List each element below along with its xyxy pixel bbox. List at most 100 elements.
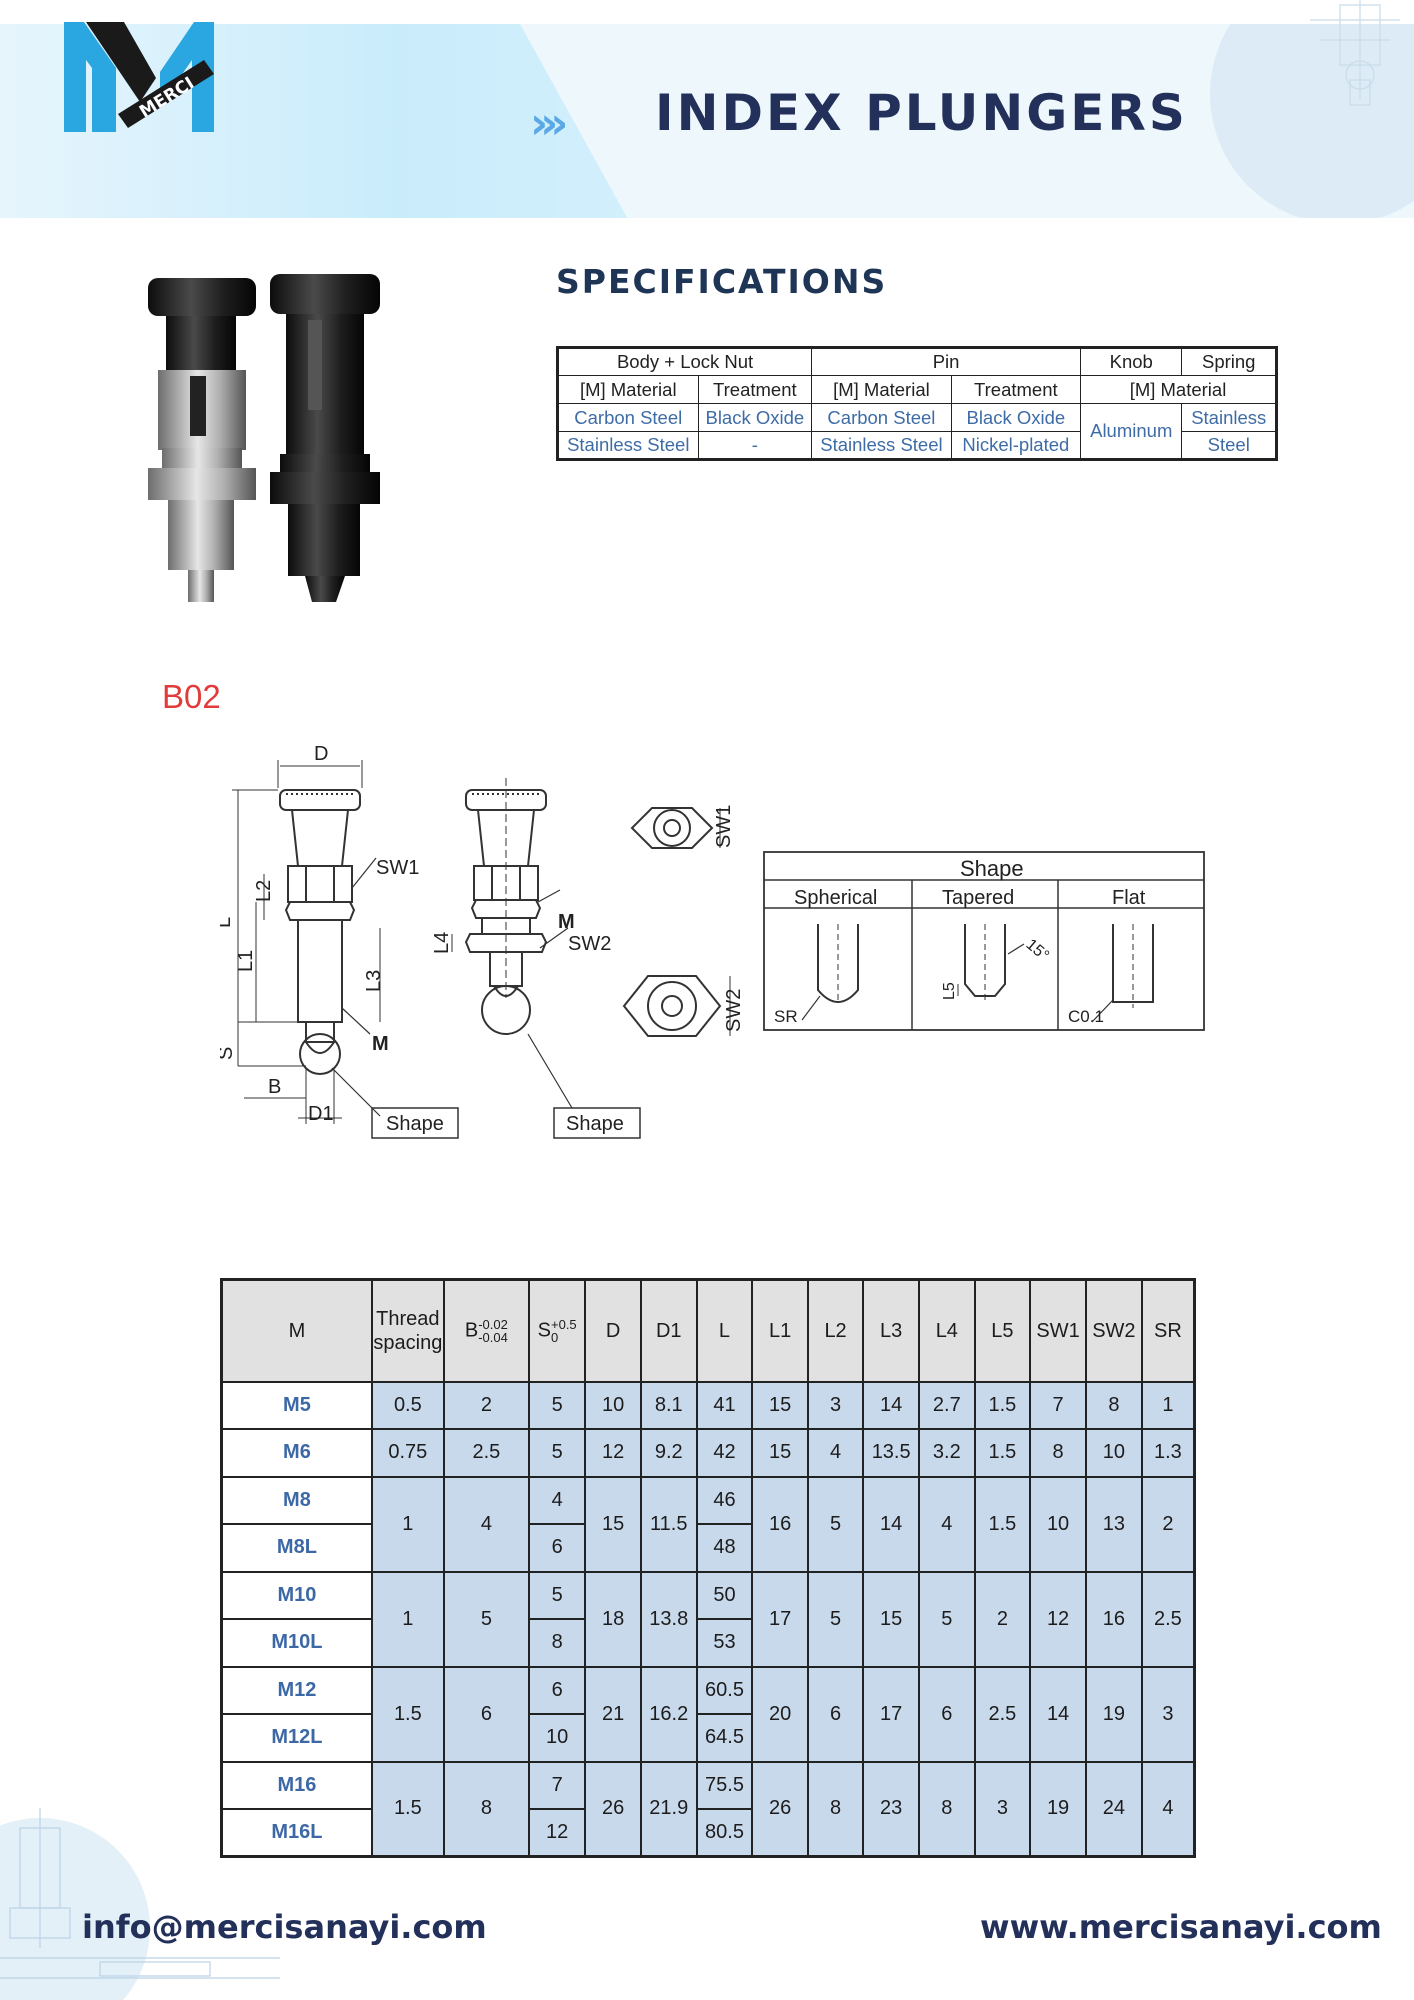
l-cell: 75.5 <box>695 1760 754 1810</box>
s-cell: 4 <box>527 1475 587 1525</box>
d-cell: 18 <box>584 1570 642 1668</box>
header-b-label: B <box>464 1319 479 1342</box>
b-cell: 2.5 <box>442 1428 530 1478</box>
shape-col-spherical: Spherical <box>794 887 877 909</box>
model-size-cell: M12 <box>220 1665 373 1715</box>
l1-cell: 15 <box>751 1380 809 1430</box>
dim-s: S <box>220 1047 237 1060</box>
l-cell: 50 <box>695 1570 754 1620</box>
d-cell: 26 <box>584 1760 642 1858</box>
dim-sw2: SW2 <box>568 933 611 955</box>
l-cell: 48 <box>695 1523 754 1573</box>
header-l4: L4 <box>918 1278 976 1383</box>
technical-drawing: D L L2 L1 L3 S B D1 SW1 M Shape M SW2 L4… <box>220 743 1205 1139</box>
model-size-cell: M12L <box>220 1713 373 1763</box>
l5-cell: 1.5 <box>973 1475 1032 1573</box>
l5-cell: 1.5 <box>973 1428 1032 1478</box>
chevron-arrows-icon: ››› <box>530 98 569 149</box>
l4-cell: 2.7 <box>918 1380 976 1430</box>
thread-cell: 1.5 <box>370 1760 445 1858</box>
model-size-cell: M10L <box>220 1618 373 1668</box>
header-l1: L1 <box>751 1278 809 1383</box>
model-size-cell: M16 <box>220 1760 373 1810</box>
d1-cell: 13.8 <box>639 1570 698 1668</box>
footer-website[interactable]: www.mercisanayi.com <box>980 1908 1382 1946</box>
shape-callout-2: Shape <box>566 1113 624 1135</box>
l-cell: 41 <box>695 1380 754 1430</box>
header-b-upper: -0.02 <box>478 1316 508 1332</box>
l-cell: 46 <box>695 1475 754 1525</box>
hex-sw1: SW1 <box>713 805 735 848</box>
model-size-cell: M10 <box>220 1570 373 1620</box>
shape-callout-1: Shape <box>386 1113 444 1135</box>
header-thread-line2: spacing <box>373 1331 443 1354</box>
l-cell: 53 <box>695 1618 754 1668</box>
header-d1: D1 <box>639 1278 698 1383</box>
spec-cell: Stainless Steel <box>811 431 952 460</box>
l1-cell: 17 <box>751 1570 809 1668</box>
sr-cell: 1.3 <box>1140 1428 1196 1478</box>
sw2-cell: 16 <box>1084 1570 1143 1668</box>
b-cell: 2 <box>442 1380 530 1430</box>
header-b-lower: -0.04 <box>478 1329 508 1345</box>
l3-cell: 14 <box>862 1380 921 1430</box>
header-d: D <box>584 1278 642 1383</box>
d-cell: 15 <box>584 1475 642 1573</box>
sw1-cell: 12 <box>1029 1570 1087 1668</box>
shape-col-flat: Flat <box>1112 887 1146 909</box>
sw1-cell: 14 <box>1029 1665 1087 1763</box>
model-size-cell: M8L <box>220 1523 373 1573</box>
dim-b: B <box>268 1076 281 1098</box>
spec-cell: Black Oxide <box>950 403 1082 432</box>
header-l2: L2 <box>806 1278 865 1383</box>
l3-cell: 13.5 <box>862 1428 921 1478</box>
sr-cell: 2.5 <box>1140 1570 1196 1668</box>
l5-cell: 2 <box>973 1570 1032 1668</box>
model-size-cell: M6 <box>220 1428 373 1478</box>
dim-l: L <box>220 917 235 928</box>
header-m: M <box>220 1278 373 1383</box>
footer-email[interactable]: info@mercisanayi.com <box>82 1908 487 1946</box>
page-title: INDEX PLUNGERS <box>655 84 1188 142</box>
model-size-cell: M8 <box>220 1475 373 1525</box>
spec-subhead: Treatment <box>697 375 813 404</box>
sw1-cell: 8 <box>1029 1428 1087 1478</box>
header-sw2: SW2 <box>1084 1278 1143 1383</box>
dim-l3: L3 <box>363 970 385 992</box>
dim-d1: D1 <box>308 1103 334 1125</box>
spec-knob-material: Aluminum <box>1080 403 1183 460</box>
l5-cell: 3 <box>973 1760 1032 1858</box>
l3-cell: 17 <box>862 1665 921 1763</box>
model-code: B02 <box>162 678 221 715</box>
shape-angle: 15° <box>1023 936 1052 965</box>
sr-cell: 4 <box>1140 1760 1196 1858</box>
header-band <box>0 24 1414 218</box>
spec-cell: - <box>697 431 813 460</box>
header-s-upper: +0.5 <box>551 1316 577 1332</box>
l-cell: 80.5 <box>695 1808 754 1858</box>
spec-cell: Carbon Steel <box>557 403 699 432</box>
sw2-cell: 8 <box>1084 1380 1143 1430</box>
l4-cell: 6 <box>918 1665 976 1763</box>
d-cell: 21 <box>584 1665 642 1763</box>
d-cell: 12 <box>584 1428 642 1478</box>
d1-cell: 8.1 <box>639 1380 698 1430</box>
l2-cell: 3 <box>806 1380 865 1430</box>
sr-cell: 1 <box>1140 1380 1196 1430</box>
header-sw1: SW1 <box>1029 1278 1087 1383</box>
spec-cell: Nickel-plated <box>950 431 1082 460</box>
d1-cell: 16.2 <box>639 1665 698 1763</box>
b-cell: 6 <box>442 1665 530 1763</box>
s-cell: 7 <box>527 1760 587 1810</box>
model-size-cell: M16L <box>220 1808 373 1858</box>
l2-cell: 4 <box>806 1428 865 1478</box>
spec-group-knob: Knob <box>1080 347 1183 376</box>
